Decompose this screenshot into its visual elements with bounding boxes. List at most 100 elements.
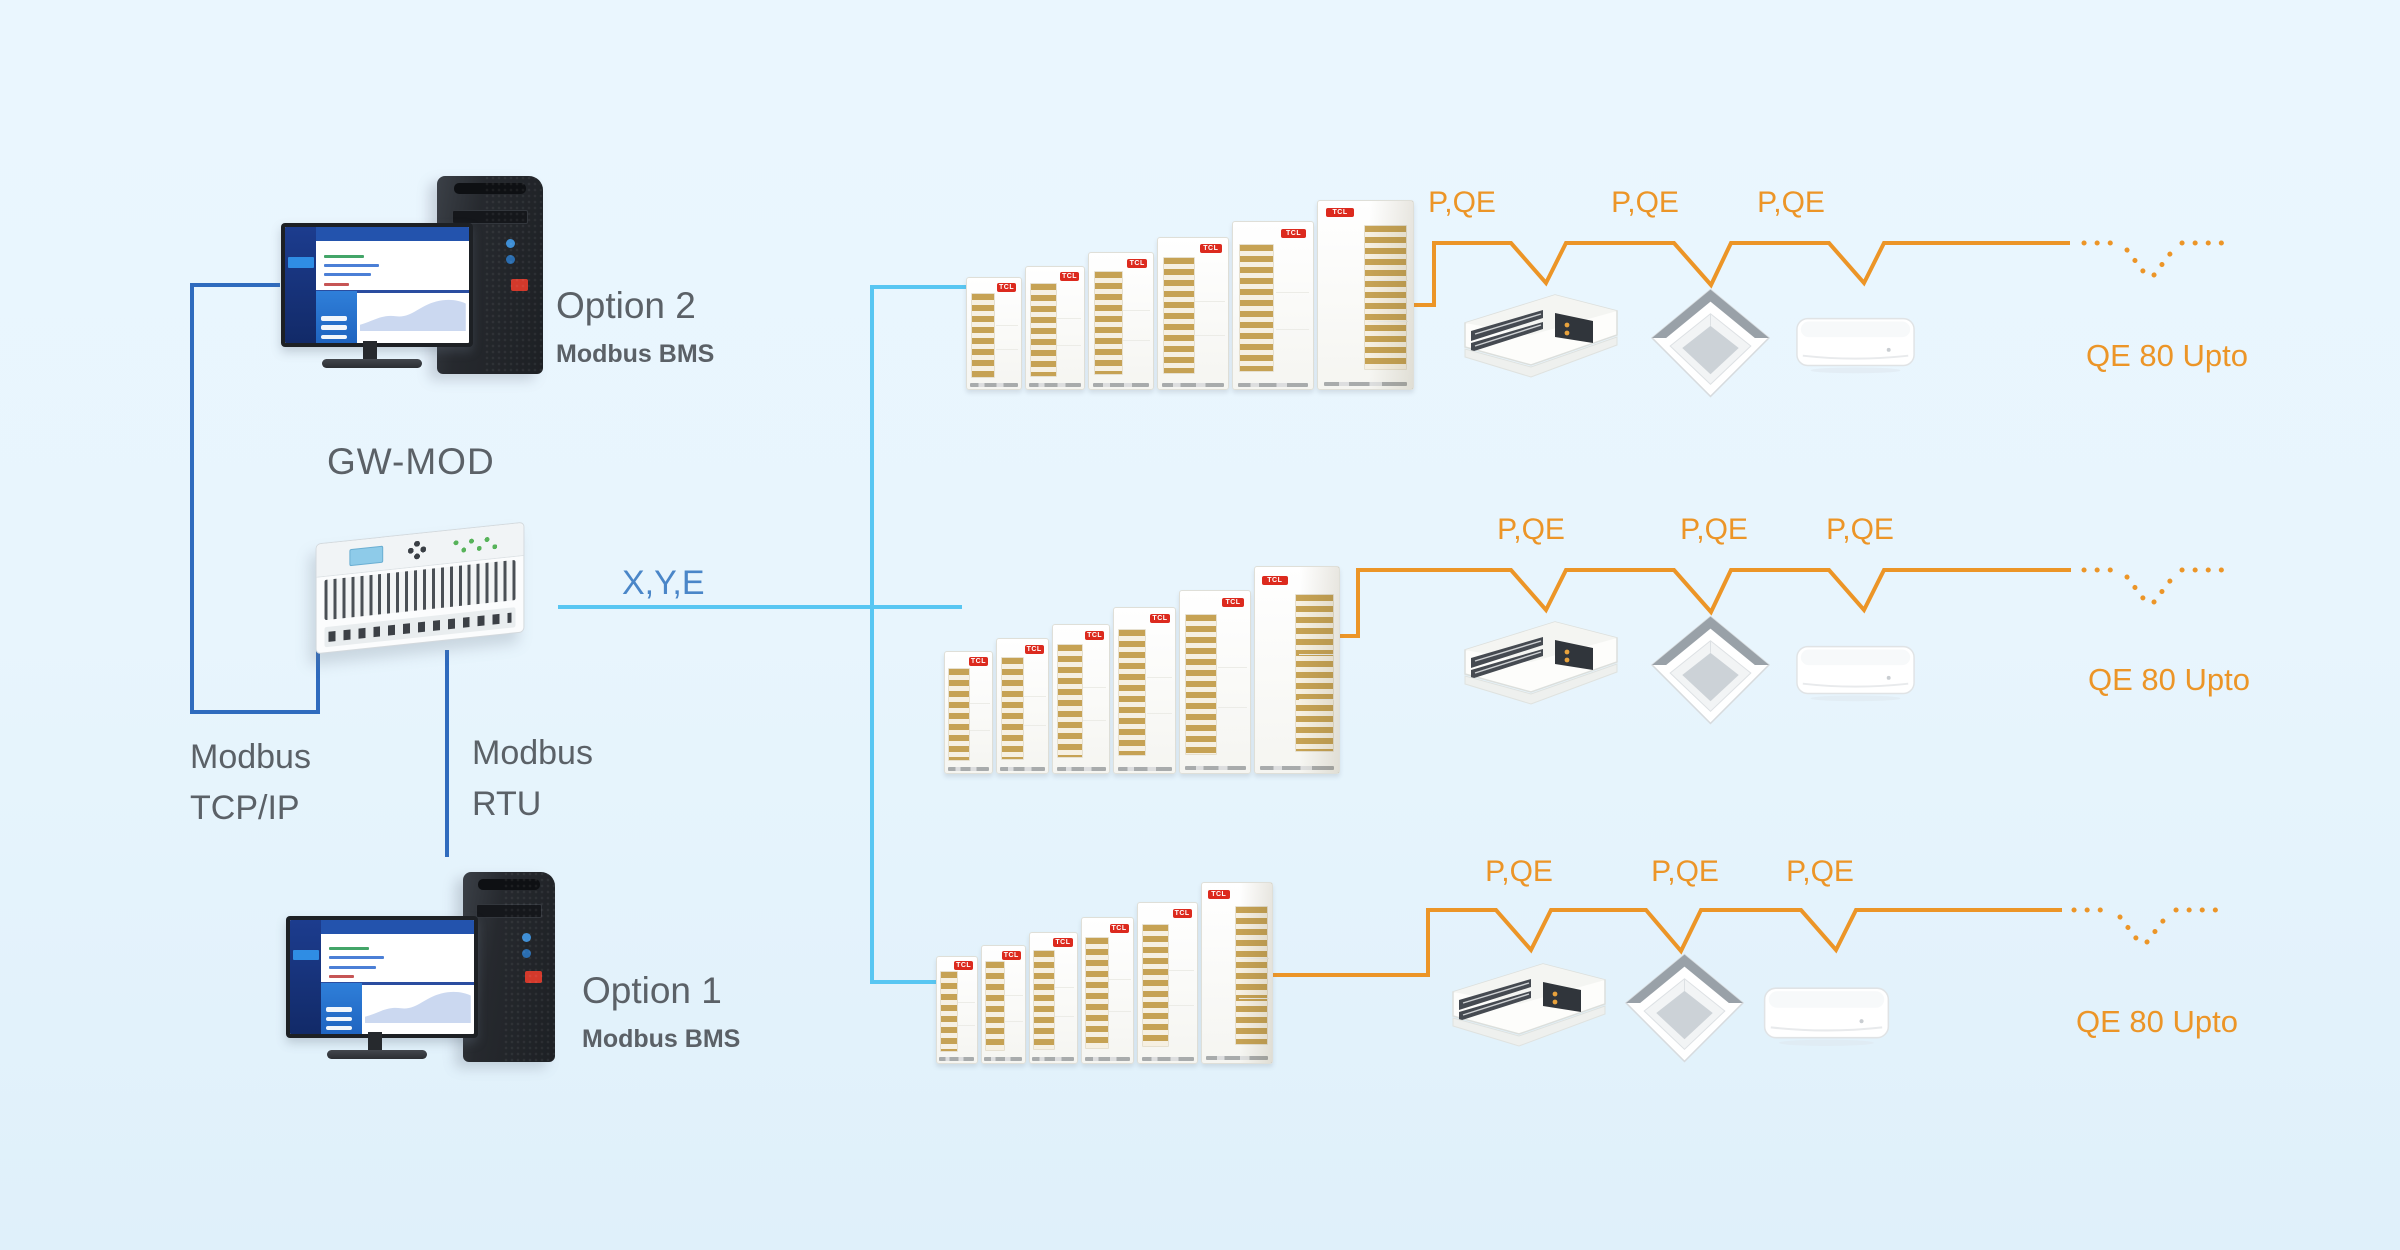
outdoor-unit-cabinet: TCL (1157, 236, 1230, 390)
cabinet-panel-seam (1054, 1016, 1075, 1018)
pqe-label: P,QE (1611, 186, 1679, 219)
pqe-label: P,QE (1485, 855, 1553, 888)
pqe-label: P,QE (1786, 855, 1854, 888)
outdoor-unit-cabinet: TCL (1113, 606, 1177, 774)
dashboard-divider (321, 981, 474, 985)
cabinet-panel-seam (1169, 1005, 1195, 1007)
dashboard-text-line (328, 965, 377, 969)
outdoor-unit-cabinet: TCL (1137, 902, 1199, 1064)
cabinet-panel-seam (1024, 724, 1046, 726)
dashboard-divider (316, 289, 469, 293)
dashboard-summary-card (321, 982, 362, 1034)
dashboard-text-line (328, 956, 384, 960)
cabinet-louver-grille (1142, 923, 1170, 1048)
bms-dashboard-screen (285, 227, 469, 343)
cabinet-panel-seam (1195, 334, 1225, 336)
duct-indoor-unit-icon (1455, 610, 1625, 710)
tcl-logo-badge: TCL (1109, 923, 1129, 933)
card-button (321, 315, 347, 321)
pqe-chain-row3-dotted-continuation (2071, 907, 2225, 945)
tcl-logo-badge: TCL (1126, 258, 1148, 268)
duct-indoor-unit-icon (1443, 952, 1613, 1052)
card-button (326, 1007, 352, 1012)
tcl-logo-badge: TCL (1199, 243, 1222, 253)
cabinet-louver-grille (1085, 936, 1109, 1049)
cabinet-panel-seam (1109, 978, 1131, 980)
tcl-logo-badge: TCL (997, 282, 1017, 292)
bms-monitor-top (281, 223, 473, 347)
pqe-label: P,QE (1826, 513, 1894, 546)
cabinet-panel-seam (1239, 998, 1269, 1000)
dashboard-sidebar (290, 920, 322, 1034)
cabinet-panel-seam (1024, 695, 1046, 697)
cabinet-panel-seam (1275, 328, 1310, 330)
cabinet-panel-seam (1195, 301, 1225, 303)
cabinet-louver-grille (1294, 594, 1334, 753)
monitor-stand (368, 1032, 382, 1052)
tcl-logo-badge: TCL (1207, 889, 1230, 899)
tower-ports (506, 239, 516, 249)
cabinet-louver-grille (1185, 614, 1217, 755)
dashboard-text-line (323, 273, 372, 277)
cabinet-louver-grille (1235, 906, 1268, 1045)
option1-label-block: Option 1 Modbus BMS (582, 963, 740, 1058)
cabinet-louver-grille (1032, 949, 1055, 1050)
cabinet-panel-seam (1299, 698, 1335, 700)
dashboard-sidebar-active-item (292, 949, 319, 960)
outdoor-unit-cabinet: TCL (1179, 589, 1252, 774)
monitor-stand-base (327, 1050, 427, 1059)
cabinet-panel-seam (995, 349, 1019, 351)
tower-optical-bay (475, 904, 543, 918)
dashboard-header (316, 227, 469, 241)
cabinet-panel-seam (1056, 318, 1082, 320)
tower-optical-bay (451, 209, 529, 224)
cabinet-panel-seam (1275, 292, 1310, 294)
pqe-label: P,QE (1757, 186, 1825, 219)
cabinet-panel-seam (1239, 958, 1269, 960)
gateway-label: GW-MOD (327, 441, 495, 482)
cassette-indoor-unit-icon (1622, 948, 1748, 1070)
card-button (326, 1025, 352, 1031)
tcl-logo-badge: TCL (1221, 597, 1245, 607)
modbus-rtu-line2: RTU (472, 785, 542, 823)
cabinet-panel-seam (1004, 995, 1023, 997)
monitor-stand-base (322, 359, 422, 368)
pqe-label: P,QE (1651, 855, 1719, 888)
dashboard-area-chart (365, 991, 472, 1024)
capacity-label-row2: QE 80 Upto (2088, 662, 2250, 697)
cabinet-louver-grille (984, 961, 1005, 1052)
dashboard-area-chart (360, 300, 467, 332)
cabinet-panel-seam (1146, 713, 1173, 715)
cassette-indoor-unit-icon (1648, 283, 1774, 405)
cabinet-panel-seam (1004, 1020, 1023, 1022)
pqe-label: P,QE (1428, 186, 1496, 219)
modbus-tcpip-line (190, 283, 320, 714)
gateway-nav-buttons (407, 540, 426, 561)
cabinet-panel-seam (1299, 653, 1335, 655)
cabinet-panel-seam (1368, 279, 1409, 281)
cabinet-panel-seam (1146, 677, 1173, 679)
cabinet-panel-seam (1123, 340, 1151, 342)
cabinet-panel-seam (1368, 321, 1409, 323)
tower-ports (522, 932, 532, 942)
cabinet-panel-seam (970, 702, 990, 704)
dashboard-text-line (328, 947, 370, 951)
capacity-label-row3: QE 80 Upto (2076, 1004, 2238, 1039)
tcl-logo-badge: TCL (1172, 909, 1192, 919)
modbus-tcpip-label: Modbus TCP/IP (190, 732, 311, 834)
xye-bus-label: X,Y,E (622, 564, 705, 602)
outdoor-unit-cabinet: TCL (1052, 623, 1111, 774)
cabinet-panel-seam (1123, 310, 1151, 312)
cabinet-panel-seam (995, 324, 1019, 326)
pqe-label: P,QE (1497, 513, 1565, 546)
modbus-tcpip-line2: TCP/IP (190, 789, 300, 827)
pqe-label: P,QE (1680, 513, 1748, 546)
outdoor-unit-cabinet: TCL (966, 277, 1022, 390)
dashboard-header (321, 920, 474, 934)
cabinet-panel-seam (1109, 1010, 1131, 1012)
pqe-chain-row3 (1252, 908, 2062, 977)
card-button (321, 325, 347, 330)
